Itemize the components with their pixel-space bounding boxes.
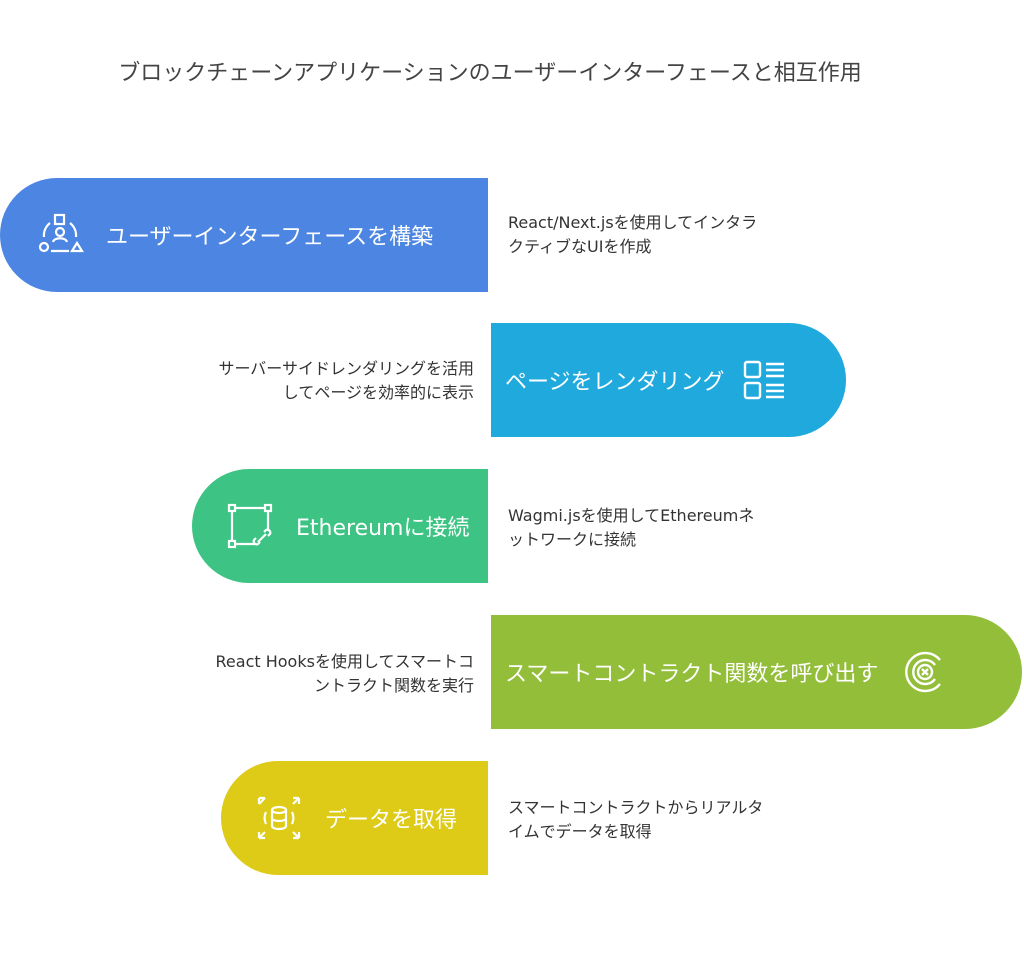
- diagram-title: ブロックチェーンアプリケーションのユーザーインターフェースと相互作用: [118, 61, 862, 86]
- people-shapes-icon: [38, 213, 84, 253]
- step-label: ページをレンダリング: [505, 370, 725, 395]
- step-label: ユーザーインターフェースを構築: [106, 225, 434, 250]
- step-build-ui: ユーザーインターフェースを構築: [0, 178, 488, 292]
- contract-x-icon: [905, 651, 942, 693]
- step-description: React/Next.jsを使用してインタラクティブなUIを作成: [508, 213, 758, 256]
- database-expand-icon: [257, 796, 301, 840]
- step-label: データを取得: [325, 808, 458, 833]
- step-description: React Hooksを使用してスマートコントラクト関数を実行: [215, 652, 474, 695]
- step-description: サーバーサイドレンダリングを活用してページを効率的に表示: [218, 359, 474, 402]
- step-description: スマートコントラクトからリアルタイムでデータを取得: [508, 798, 764, 841]
- step-call-contract: スマートコントラクト関数を呼び出す: [491, 615, 1022, 729]
- step-fetch-data: データを取得: [221, 761, 488, 875]
- step-label: スマートコントラクト関数を呼び出す: [505, 662, 879, 687]
- step-render-page: ページをレンダリング: [491, 323, 846, 437]
- link-frame-icon: [227, 503, 273, 549]
- step-label: Ethereumに接続: [296, 516, 470, 541]
- step-connect-ethereum: Ethereumに接続: [192, 469, 488, 583]
- layout-list-icon: [743, 360, 784, 400]
- step-description: Wagmi.jsを使用してEthereumネットワークに接続: [508, 506, 755, 549]
